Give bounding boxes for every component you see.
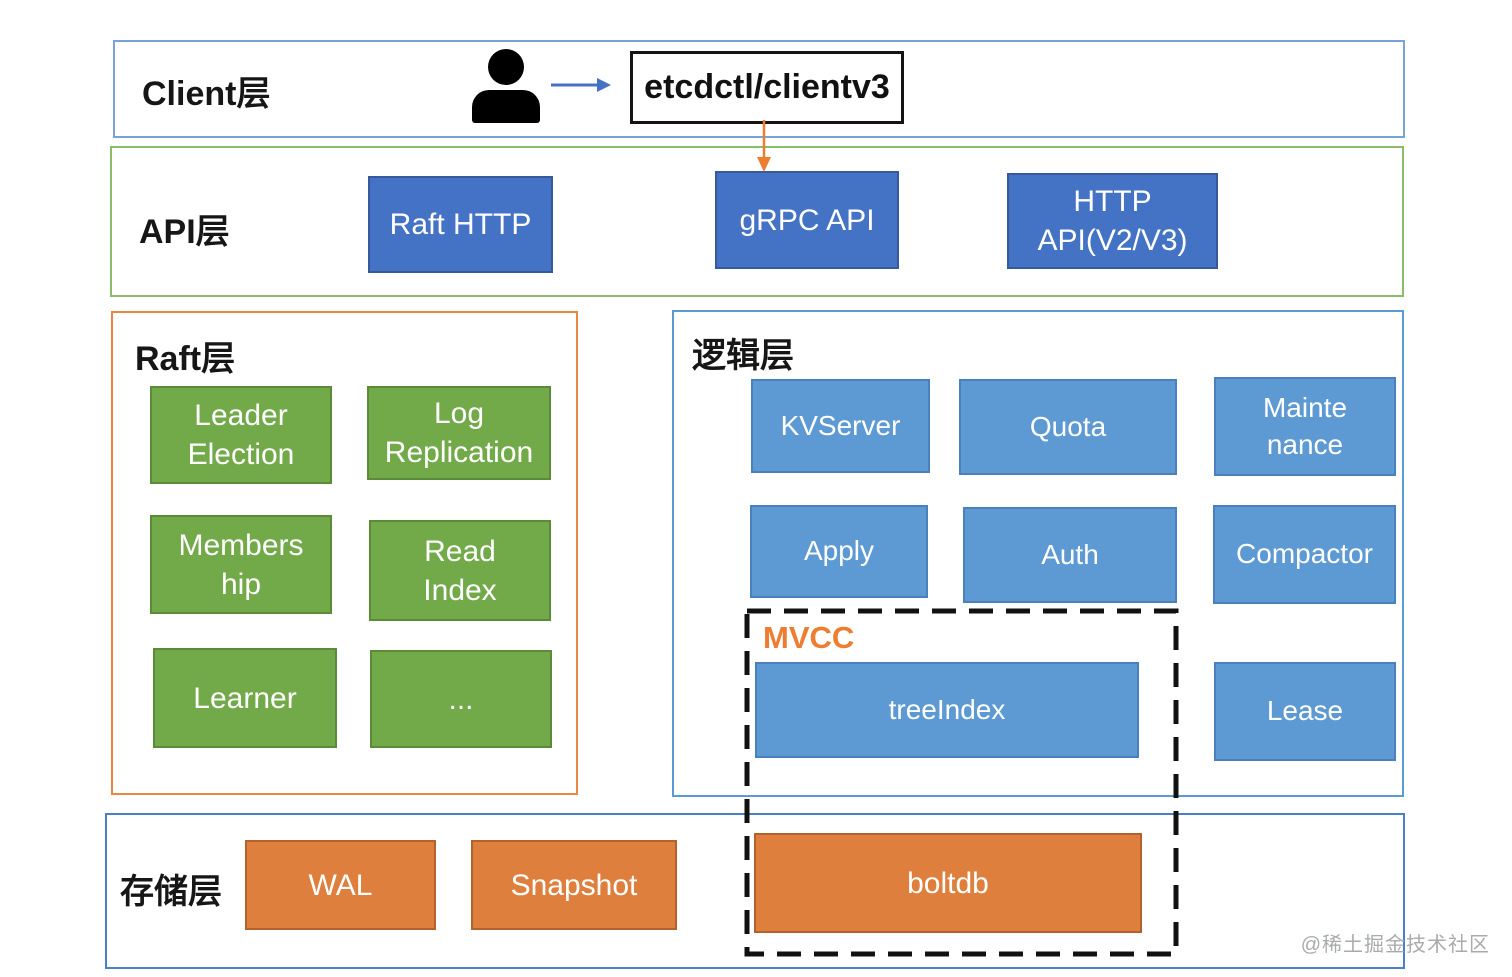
storage-layer-label: 存储层 [120, 873, 222, 911]
mvcc-label: MVCC [763, 620, 855, 655]
grpc-api-box: gRPC API [715, 171, 899, 269]
raft-layer: Raft层 Leader Election Log Replication Me… [111, 311, 578, 795]
membership-box: Members hip [150, 515, 332, 614]
auth-box: Auth [963, 507, 1177, 603]
quota-box: Quota [959, 379, 1177, 475]
snapshot-box: Snapshot [471, 840, 677, 930]
kvserver-box: KVServer [751, 379, 930, 473]
person-head-shape [488, 49, 524, 85]
watermark: @稀土掘金技术社区 [1300, 934, 1490, 956]
read-index-box: Read Index [369, 520, 551, 621]
person-body-shape [472, 90, 540, 123]
client-layer: Client层 etcdctl/clientv3 [113, 40, 1405, 138]
api-layer: API层 Raft HTTP gRPC API HTTP API(V2/V3) [110, 146, 1404, 297]
grpc-flow-arrow-icon [757, 120, 771, 172]
learner-box: Learner [153, 648, 337, 748]
logic-layer: 逻辑层 KVServer Quota Mainte nance Apply Au… [672, 310, 1404, 797]
leader-election-box: Leader Election [150, 386, 332, 484]
boltdb-box: boltdb [754, 833, 1142, 933]
treeindex-box: treeIndex [755, 662, 1139, 758]
log-replication-box: Log Replication [367, 386, 551, 480]
maintenance-box: Mainte nance [1214, 377, 1396, 476]
more-box: ... [370, 650, 552, 748]
raft-http-box: Raft HTTP [368, 176, 553, 273]
etcdctl-box: etcdctl/clientv3 [630, 51, 904, 124]
raft-layer-label: Raft层 [135, 340, 236, 378]
http-api-box: HTTP API(V2/V3) [1007, 173, 1218, 269]
api-layer-label: API层 [139, 213, 230, 251]
apply-box: Apply [750, 505, 928, 598]
lease-box: Lease [1214, 662, 1396, 761]
wal-box: WAL [245, 840, 436, 930]
storage-layer: 存储层 WAL Snapshot boltdb [105, 813, 1405, 969]
person-icon [472, 49, 540, 123]
logic-layer-label: 逻辑层 [692, 337, 794, 375]
client-layer-label: Client层 [142, 75, 271, 113]
compactor-box: Compactor [1213, 505, 1396, 604]
client-flow-arrow-icon [551, 78, 611, 92]
